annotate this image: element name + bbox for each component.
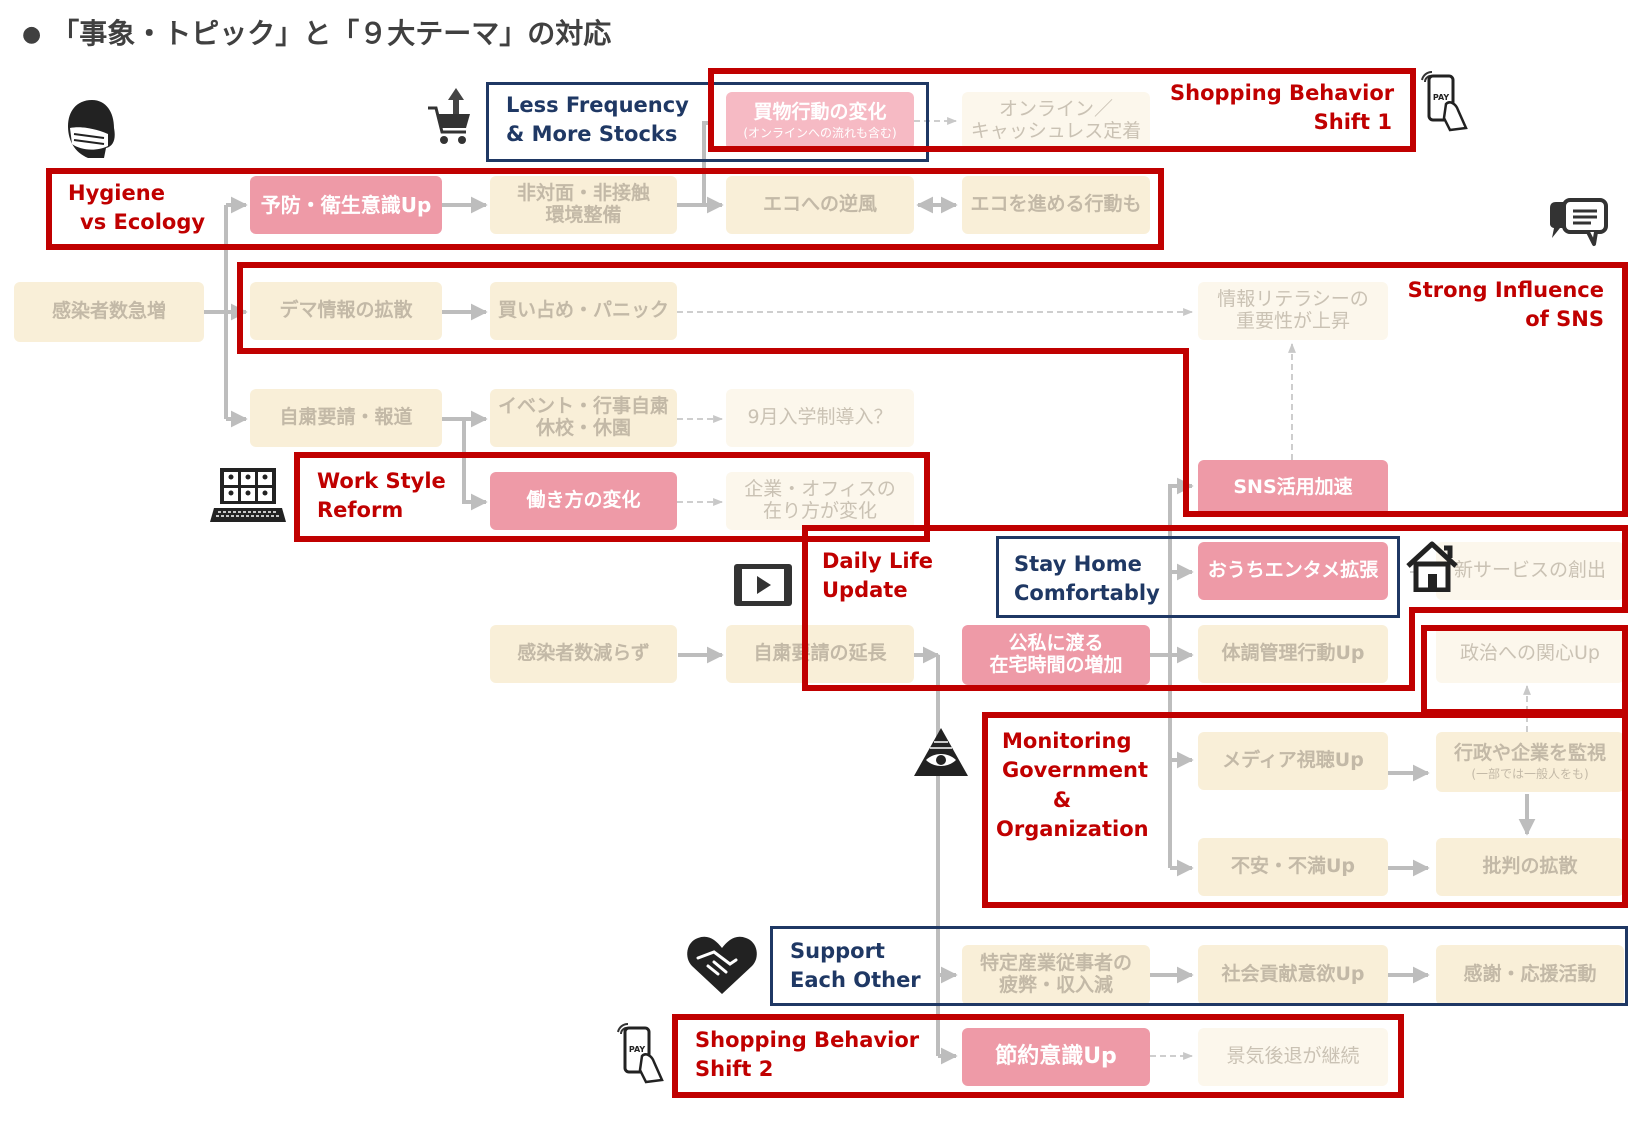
theme-box-hygiene (46, 168, 1164, 250)
theme-box-sns (237, 262, 1628, 517)
node-taicho: 体調管理行動Up (1198, 625, 1388, 683)
node-dema: デマ情報の拡散 (250, 282, 442, 340)
node-tokutei: 特定産業従事者の疲弊・収入減 (962, 945, 1150, 1005)
node-encho: 自粛要請の延長 (726, 625, 914, 683)
theme-box-less-frequency (486, 82, 929, 162)
node-kaishime: 買い占め・パニック (490, 282, 677, 340)
node-genzurazu: 感染者数減らず (490, 625, 677, 683)
theme-box-monitoring (982, 712, 1628, 908)
theme-box-daily-life (802, 525, 1628, 691)
node-shakai: 社会貢献意欲Up (1198, 945, 1388, 1005)
pay-phone-icon: PAY (617, 1022, 664, 1084)
node-hatarakikata: 働き方の変化 (490, 472, 677, 530)
page-title: ●「事象・トピック」と「９大テーマ」の対応 (22, 17, 612, 50)
node-fuan: 不安・不満Up (1198, 838, 1388, 896)
shopping-cart-icon (428, 88, 470, 144)
theme-label-less-frequency: Less Frequency& More Stocks (506, 93, 689, 147)
node-hitaimen: 非対面・非接触環境整備 (490, 176, 677, 234)
video-player-icon (734, 564, 792, 606)
node-kaimono: 買物行動の変化(オンラインへの流れも含む) (726, 92, 914, 150)
node-sns-kasoku: SNS活用加速 (1198, 460, 1388, 516)
node-media: メディア視聴Up (1198, 732, 1388, 790)
theme-box-politics (1421, 625, 1628, 715)
connector (462, 419, 488, 511)
node-kigyo: 企業・オフィスの在り方が変化 (726, 472, 914, 530)
chat-bubble-icon (1550, 198, 1608, 246)
theme-box-stay-home (996, 536, 1400, 618)
node-kanshi: 行政や企業を監視(一部では一般人をも) (1436, 732, 1624, 792)
node-online: オンライン／キャッシュレス定着 (962, 92, 1150, 150)
node-eco-gyaku: エコへの逆風 (726, 176, 914, 234)
handshake-icon (687, 936, 757, 994)
svg-text:PAY: PAY (629, 1045, 646, 1054)
theme-box-work-style (294, 452, 930, 542)
node-literacy: 情報リテラシーの重要性が上昇 (1198, 282, 1388, 340)
pay-phone-icon: PAY (1421, 70, 1468, 132)
node-kugatsu: 9月入学制導入？ (726, 389, 914, 447)
node-yobo-eisei: 予防・衛生意識Up (250, 176, 442, 234)
node-eco-susumeru: エコを進める行動も (962, 176, 1150, 234)
node-kansen-kyuzo: 感染者数急増 (14, 282, 204, 342)
node-shin-service: 新サービスの創出 (1436, 542, 1624, 600)
node-seiji: 政治への関心Up (1436, 625, 1624, 683)
eye-pyramid-icon (914, 728, 968, 776)
node-kansha: 感謝・応援活動 (1436, 945, 1624, 1005)
theme-box-shopping-shift-1 (708, 68, 1416, 152)
laptop-video-icon (210, 468, 286, 522)
node-setsuyaku: 節約意識Up (962, 1028, 1150, 1086)
theme-box-support (770, 926, 1628, 1006)
node-hihan: 批判の拡散 (1436, 838, 1624, 896)
node-jishuku-hodo: 自粛要請・報道 (250, 389, 442, 447)
node-keiki: 景気後退が継続 (1198, 1028, 1388, 1086)
house-icon (1406, 541, 1458, 592)
node-zaitaku: 公私に渡る在宅時間の増加 (962, 625, 1150, 685)
node-event: イベント・行事自粛休校・休園 (490, 389, 677, 447)
mask-icon (68, 100, 115, 158)
svg-text:PAY: PAY (1433, 93, 1450, 102)
theme-box-shopping-shift-2 (672, 1014, 1404, 1098)
node-ouchi: おうちエンタメ拡張 (1198, 542, 1388, 600)
